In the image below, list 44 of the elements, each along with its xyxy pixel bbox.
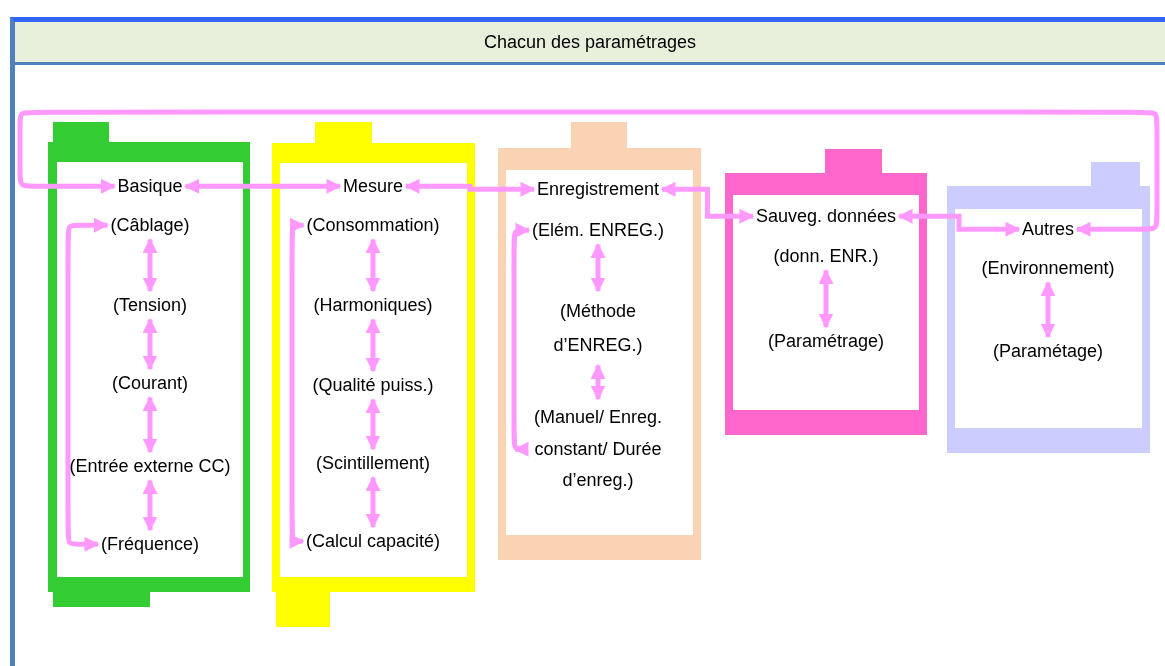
double-arrow [660,181,755,224]
setting-label: (Fréquence) [101,533,199,556]
double-arrow [365,476,381,529]
double-arrow [142,479,158,532]
double-arrow [184,178,342,194]
settings-panel [10,17,1165,666]
category-heading: Mesure [343,175,403,198]
setting-label: (Harmoniques) [313,294,433,317]
double-arrow [365,318,381,373]
setting-label: (Calcul capacité) [305,530,441,553]
double-arrow [289,217,306,549]
double-arrow [1040,281,1056,339]
setting-label: (Elém. ENREG.) [532,219,664,242]
setting-label: (Tension) [113,294,187,317]
setting-label: (Manuel/ Enreg. constant/ Durée d’enreg.) [518,402,678,497]
double-arrow [365,238,381,293]
double-arrow [590,363,606,401]
double-arrow [818,269,834,329]
double-arrow [142,238,158,293]
setting-label: (donn. ENR.) [773,245,879,268]
setting-label: (Scintillement) [316,452,430,475]
setting-label: (Paramétrage) [768,330,884,353]
setting-label: (Qualité puiss.) [312,374,434,397]
double-arrow [590,243,606,293]
setting-label: (Méthode d’ENREG.) [542,294,654,363]
setting-label: (Entrée externe CC) [69,455,231,478]
category-heading: Sauveg. données [755,205,897,228]
panel-title: Chacun des paramétrages [15,22,1165,65]
double-arrow [65,217,109,552]
double-arrow [404,178,536,197]
double-arrow [142,318,158,371]
double-arrow [17,109,1160,237]
category-heading: Basique [117,175,183,198]
double-arrow [142,396,158,454]
category-heading: Enregistrement [536,178,660,201]
setting-label: (Environnement) [981,257,1115,280]
category-heading: Autres [1022,218,1074,241]
double-arrow [897,208,1021,237]
setting-label: (Paramétage) [992,340,1104,363]
double-arrow [365,398,381,451]
double-arrow [511,222,531,457]
setting-label: (Consommation) [306,214,440,237]
setting-label: (Câblage) [110,214,190,237]
setting-label: (Courant) [112,372,188,395]
